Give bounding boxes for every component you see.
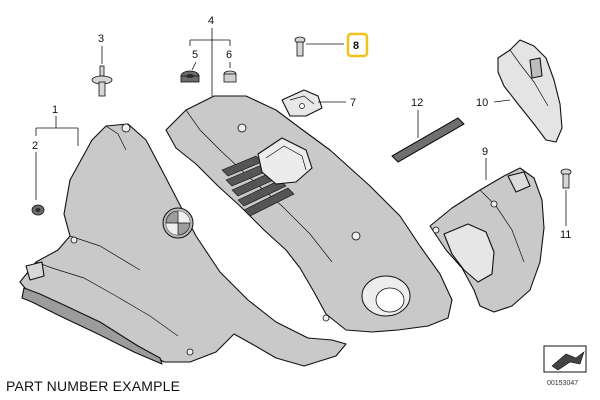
callout-8: 8 [353, 40, 359, 52]
part-12-foam-strip [391, 117, 465, 163]
part-7-clip-nut [281, 89, 323, 117]
callout-12: 12 [411, 97, 423, 109]
callout-11: 11 [560, 229, 571, 241]
callout-5: 5 [192, 49, 198, 61]
callout-6: 6 [226, 49, 232, 61]
part-3-stud-bolt [91, 65, 113, 97]
direction-arrow-icon [543, 345, 587, 373]
part-5-grommet [180, 70, 200, 83]
part-1-engine-cover-left [19, 123, 347, 367]
callouts: 1 2 3 4 5 6 7 8 9 10 11 12 [32, 15, 571, 241]
callout-1: 1 [52, 104, 58, 116]
part-4-engine-cover-center [165, 95, 453, 333]
callout-9: 9 [482, 146, 488, 158]
part-11-bolt [560, 168, 572, 189]
callout-4: 4 [208, 15, 214, 27]
part-2-grommet [31, 204, 45, 216]
part-9-bracket-cover [429, 167, 545, 313]
leader-lines [35, 28, 567, 226]
callout-10: 10 [476, 97, 488, 109]
callout-3: 3 [98, 33, 104, 45]
callout-2: 2 [32, 140, 38, 152]
part-6-sleeve [223, 70, 237, 83]
reference-number: 00153047 [547, 380, 578, 387]
caption: PART NUMBER EXAMPLE [6, 378, 181, 394]
part-10-upper-bracket [497, 39, 563, 143]
callout-8-highlight [346, 32, 369, 58]
part-8-bolt [294, 36, 306, 57]
callout-7: 7 [350, 97, 356, 109]
